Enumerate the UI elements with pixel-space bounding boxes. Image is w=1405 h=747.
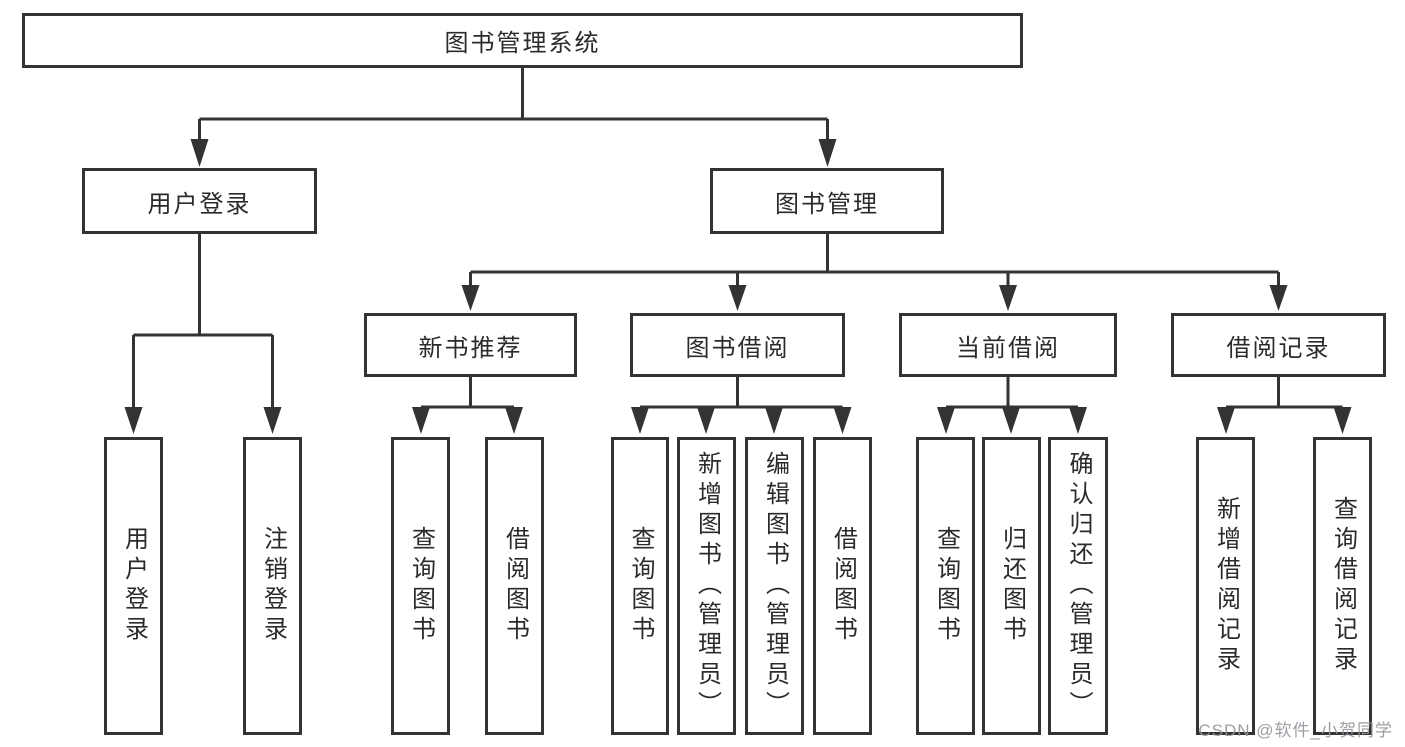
node-book-borrowing: 图书借阅 xyxy=(630,313,845,377)
node-current-borrowing: 当前借阅 xyxy=(899,313,1117,377)
leaf-confirm-return-admin: 确认归还（管理员） xyxy=(1048,437,1108,735)
node-book-management: 图书管理 xyxy=(710,168,944,234)
leaf-query-books-current: 查询图书 xyxy=(916,437,975,735)
leaf-add-books-admin: 新增图书（管理员） xyxy=(677,437,736,735)
leaf-borrow-books-recommend: 借阅图书 xyxy=(485,437,544,735)
leaf-user-login: 用户登录 xyxy=(104,437,163,735)
leaf-logout: 注销登录 xyxy=(243,437,302,735)
leaf-query-books-borrowing: 查询图书 xyxy=(611,437,669,735)
leaf-edit-books-admin: 编辑图书（管理员） xyxy=(745,437,804,735)
node-book-borrowing-label: 图书借阅 xyxy=(685,334,790,362)
node-root-system: 图书管理系统 xyxy=(22,13,1023,68)
node-user-login-branch: 用户登录 xyxy=(82,168,317,234)
node-new-book-recommend: 新书推荐 xyxy=(364,313,577,377)
leaf-return-books: 归还图书 xyxy=(982,437,1041,735)
node-borrowing-records: 借阅记录 xyxy=(1171,313,1386,377)
node-current-borrowing-label: 当前借阅 xyxy=(956,334,1060,362)
leaf-query-borrow-record: 查询借阅记录 xyxy=(1313,437,1372,735)
leaf-add-borrow-record: 新增借阅记录 xyxy=(1196,437,1255,735)
arrowheads xyxy=(124,139,1352,434)
node-new-book-recommend-label: 新书推荐 xyxy=(418,334,523,362)
csdn-watermark: CSDN @软件_小贺同学 xyxy=(1198,721,1393,740)
leaf-query-books-recommend: 查询图书 xyxy=(391,437,450,735)
node-borrowing-records-label: 借阅记录 xyxy=(1226,334,1331,362)
node-root-system-label: 图书管理系统 xyxy=(444,30,601,57)
leaf-borrow-books: 借阅图书 xyxy=(813,437,872,735)
node-book-management-label: 图书管理 xyxy=(775,190,879,218)
node-user-login-branch-label: 用户登录 xyxy=(147,190,252,218)
